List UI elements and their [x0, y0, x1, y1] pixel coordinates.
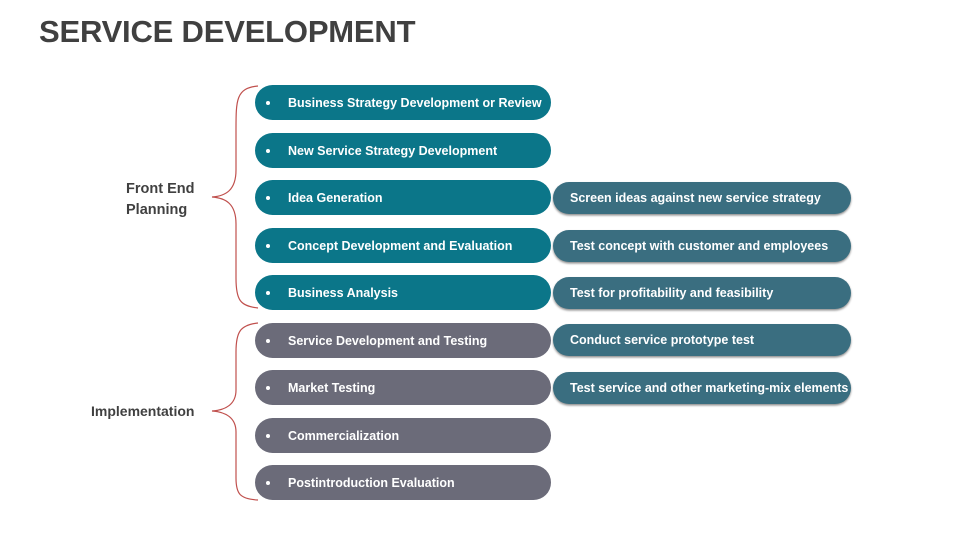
bullet-icon: [266, 290, 270, 295]
slide-title: SERVICE DEVELOPMENT: [39, 14, 416, 49]
step-label: Concept Development and Evaluation: [288, 238, 513, 253]
step-service-development-testing: Service Development and Testing: [255, 323, 551, 358]
bullet-icon: [266, 243, 270, 248]
bullet-icon: [266, 338, 270, 343]
bullet-icon: [266, 195, 270, 200]
group-label-line: Planning: [126, 202, 188, 218]
step-new-service-strategy: New Service Strategy Development: [255, 133, 551, 168]
group-label-line: Front End: [126, 181, 195, 197]
bullet-icon: [266, 433, 270, 438]
implementation-brace-icon: [211, 322, 259, 501]
group-label-implementation: Implementation: [91, 403, 195, 419]
step-postintroduction-evaluation: Postintroduction Evaluation: [255, 465, 551, 500]
step-label: Commercialization: [288, 428, 400, 443]
group-label-front-end-planning: Front End Planning: [126, 179, 194, 221]
note-marketing-mix: Test service and other marketing-mix ele…: [553, 372, 851, 404]
step-label: Idea Generation: [288, 190, 383, 205]
note-test-concept: Test concept with customer and employees: [553, 230, 851, 262]
step-label: Market Testing: [288, 380, 376, 395]
note-screen-ideas: Screen ideas against new service strateg…: [553, 182, 851, 214]
step-concept-development: Concept Development and Evaluation: [255, 228, 551, 263]
step-label: Business Strategy Development or Review: [288, 95, 542, 110]
bullet-icon: [266, 100, 270, 105]
step-commercialization: Commercialization: [255, 418, 551, 453]
note-prototype-test: Conduct service prototype test: [553, 324, 851, 356]
step-idea-generation: Idea Generation: [255, 180, 551, 215]
bullet-icon: [266, 480, 270, 485]
step-label: Business Analysis: [288, 285, 399, 300]
step-label: New Service Strategy Development: [288, 143, 498, 158]
step-business-strategy: Business Strategy Development or Review: [255, 85, 551, 120]
bullet-icon: [266, 148, 270, 153]
bullet-icon: [266, 385, 270, 390]
step-label: Postintroduction Evaluation: [288, 475, 455, 490]
step-label: Service Development and Testing: [288, 333, 488, 348]
note-test-profitability: Test for profitability and feasibility: [553, 277, 851, 309]
front-end-brace-icon: [211, 85, 259, 309]
step-business-analysis: Business Analysis: [255, 275, 551, 310]
step-market-testing: Market Testing: [255, 370, 551, 405]
